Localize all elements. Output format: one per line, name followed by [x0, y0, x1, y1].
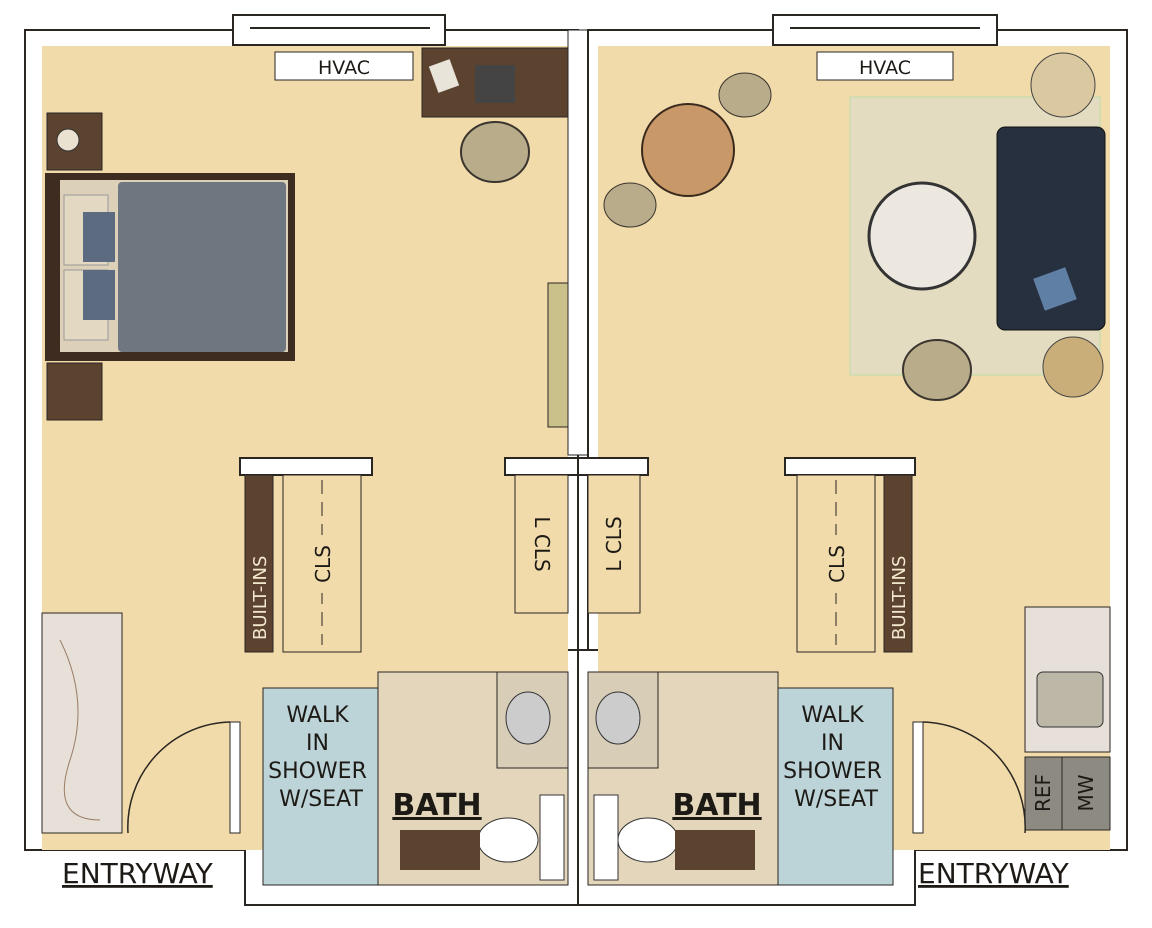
linen-wall	[504, 457, 579, 476]
right-unit: HVAC L CLS CLS BUILT-INS BATH	[577, 14, 1128, 906]
door-swing	[922, 721, 1026, 834]
side-table-2	[1042, 336, 1104, 398]
party-wall	[567, 29, 589, 456]
door-swing	[127, 721, 231, 834]
paper-icon	[428, 59, 460, 93]
left-window	[232, 14, 446, 46]
left-shower	[262, 687, 379, 886]
dining-table	[641, 103, 735, 197]
pocket-door-left[interactable]	[547, 282, 569, 428]
closet-wall	[784, 457, 916, 476]
right-shower	[777, 687, 894, 886]
throw-pillow	[1033, 267, 1077, 311]
shower-label: WALK IN SHOWER W/SEAT	[268, 703, 374, 812]
lounge-chair	[902, 339, 972, 401]
left-entryway-label: ENTRYWAY	[62, 857, 214, 890]
pillow-accent	[83, 212, 115, 262]
nightstand-bottom	[46, 362, 103, 421]
right-entryway-label: ENTRYWAY	[918, 857, 1070, 890]
sink-icon	[595, 691, 641, 745]
left-hvac-label: HVAC	[318, 57, 370, 79]
toilet-icon	[477, 817, 539, 863]
right-closet-label: CLS	[825, 545, 849, 583]
microwave	[1061, 756, 1111, 831]
grab-bar	[539, 794, 565, 881]
left-built-ins	[244, 474, 274, 653]
right-window	[772, 14, 998, 46]
right-hvac-box	[816, 51, 954, 81]
right-built-ins	[883, 474, 913, 653]
right-hvac-label: HVAC	[859, 57, 911, 79]
laptop-icon	[475, 65, 515, 103]
desk-chair	[460, 121, 530, 183]
left-bath-label: BATH	[392, 788, 481, 823]
left-closet-label: CLS	[311, 545, 335, 583]
coffee-table	[867, 181, 977, 291]
closet-wall	[239, 457, 373, 476]
left-linen-label: L CLS	[530, 516, 554, 571]
lamp-icon	[56, 128, 80, 152]
left-unit: HVAC BUILT-INS CLS L CLS	[24, 14, 579, 906]
kitchen-sink	[1036, 671, 1104, 728]
grab-bar	[593, 794, 619, 881]
right-built-ins-label: BUILT-INS	[889, 556, 910, 640]
right-linen-label: L CLS	[602, 516, 626, 571]
sofa	[996, 126, 1106, 331]
sink-icon	[505, 691, 551, 745]
right-bath-label: BATH	[672, 788, 761, 823]
shower-label: WALK IN SHOWER W/SEAT	[783, 703, 889, 812]
bath-cabinet	[675, 830, 755, 870]
linen-wall	[577, 457, 649, 476]
left-linen-closet[interactable]	[514, 474, 569, 614]
refrigerator	[1024, 756, 1063, 831]
fridge-label: REF	[1031, 774, 1055, 812]
side-table	[1030, 52, 1096, 118]
left-entry-door[interactable]	[229, 721, 241, 834]
dining-chair	[603, 182, 657, 228]
right-entry-door[interactable]	[912, 721, 924, 834]
dining-chair	[718, 72, 772, 118]
bath-cabinet	[400, 830, 480, 870]
right-linen-closet[interactable]	[587, 474, 641, 614]
toilet-icon	[617, 817, 679, 863]
marble-dresser	[41, 612, 123, 834]
left-built-ins-label: BUILT-INS	[250, 556, 271, 640]
microwave-label: MW	[1074, 774, 1098, 811]
bed-blanket	[118, 182, 286, 352]
pillow-accent	[83, 270, 115, 320]
left-hvac-box	[274, 51, 414, 81]
